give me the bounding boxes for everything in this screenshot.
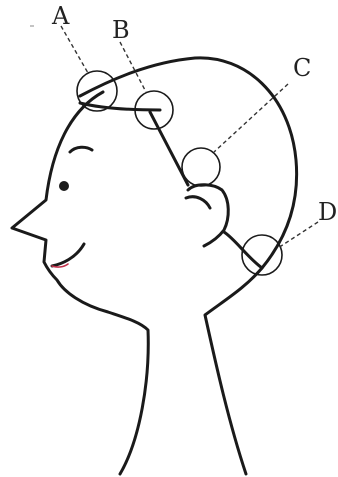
label-a: A [51,2,70,30]
hairline [80,103,160,110]
leader-line-a [61,26,88,73]
face-profile-line [12,92,148,474]
ear [188,185,228,246]
temple-hairline [150,112,188,185]
label-c: C [293,54,311,82]
back-of-head-line [80,58,297,474]
mouth [52,244,84,266]
leader-line-b [120,42,146,92]
ear-inner [186,197,210,208]
leader-line-c [214,84,288,152]
label-d: D [318,198,337,226]
eye [59,181,69,191]
eyebrow [70,147,92,152]
marker-circle-c [182,148,220,186]
label-b: B [112,16,130,44]
